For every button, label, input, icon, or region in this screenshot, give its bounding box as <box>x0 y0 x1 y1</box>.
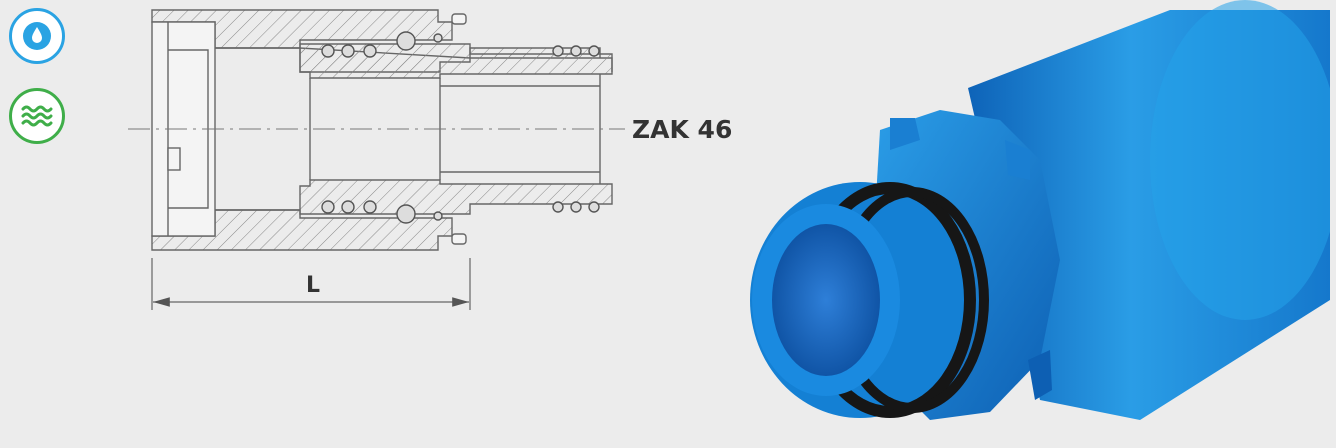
model-label: ZAK 46 <box>632 115 732 144</box>
cross-section-drawing: L ZAK 46 <box>128 9 732 310</box>
water-drop-icon <box>9 8 65 64</box>
water-waves-icon <box>9 88 65 144</box>
spigot <box>750 182 989 418</box>
fitting-body-outline <box>151 9 613 251</box>
o-ring-sections <box>321 31 600 224</box>
dimension-l <box>151 258 471 310</box>
cylinder-body <box>968 0 1330 420</box>
dimension-label: L <box>306 273 320 298</box>
product-image <box>750 0 1330 420</box>
